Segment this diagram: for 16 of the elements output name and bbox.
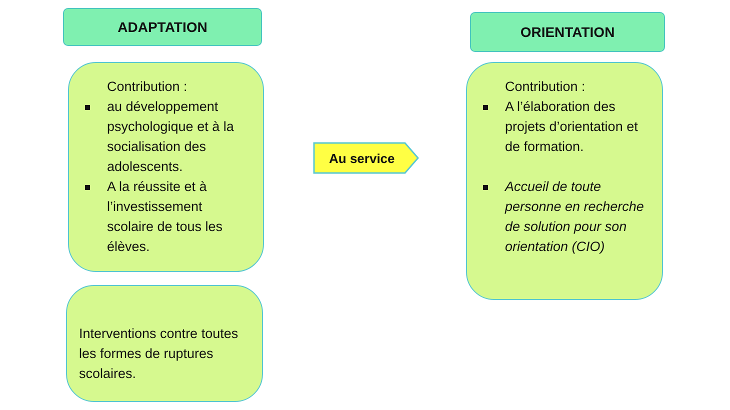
bullet-text: Accueil de toute personne en recherche de solution pour son orientation (CIO) [505, 179, 644, 254]
header-box [470, 12, 665, 52]
bullet-text: au développement psychologique et à la socialisation des adolescents. [107, 99, 234, 174]
box-heading: Contribution : [106, 78, 188, 96]
rounded-box [68, 62, 264, 272]
rounded-box [66, 285, 263, 402]
header-title: ADAPTATION [118, 19, 208, 35]
box-text: Interventions contre toutes les formes de ruptures scolaires. [79, 324, 240, 382]
arrow-label: Au service [329, 150, 395, 166]
rounded-box [466, 62, 663, 300]
bullet-text: A l’élaboration des projets d’orientation et de formation. [505, 99, 638, 154]
header-title: ORIENTATION [520, 24, 615, 40]
bullet-text: A la réussite et à l’investissement scolaire de tous les élèves. [107, 179, 223, 254]
header-box [63, 8, 262, 46]
arrow-box [313, 142, 419, 174]
box-heading: Contribution : [504, 78, 586, 96]
